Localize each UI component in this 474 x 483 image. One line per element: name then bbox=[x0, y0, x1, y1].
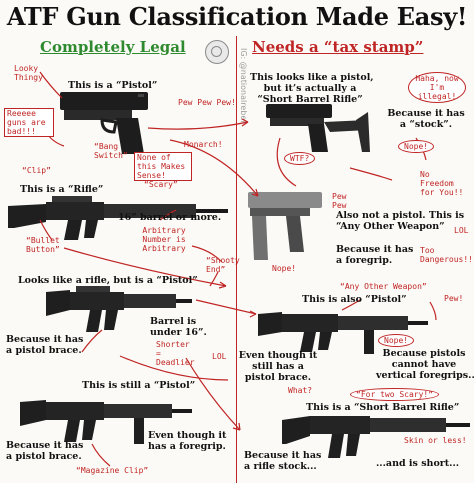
caption-even-brace: Even though it still has a pistol brace. bbox=[238, 350, 318, 383]
note-clip: “Clip” bbox=[22, 166, 51, 175]
note-arbitrary: Arbitrary Number is Arbitrary bbox=[142, 226, 186, 253]
center-divider bbox=[236, 36, 237, 483]
caption-foregrip: Because it has a foregrip. bbox=[336, 244, 414, 266]
note-pew-3: Pew! bbox=[444, 294, 464, 303]
ar-pistol-with-brace-icon bbox=[46, 286, 192, 332]
caption-sbr-2: This is a “Short Barrel Rifle” bbox=[306, 402, 460, 413]
note-wtf: WTF? bbox=[284, 152, 316, 165]
caption-pistol-brace: Because it has a pistol brace. bbox=[6, 334, 84, 356]
note-bang-switch: “Bang Switch” bbox=[94, 142, 128, 160]
caption-vertical-foregrips: Because pistols cannot have vertical for… bbox=[376, 348, 474, 381]
pistol-glock-icon bbox=[60, 92, 148, 154]
note-skin-or-less: Skin or less! bbox=[404, 436, 467, 445]
caption-pistol-brace-2: Because it has a pistol brace. bbox=[6, 440, 84, 462]
short-barrel-rifle-icon bbox=[282, 416, 470, 458]
note-pew-2: Pew Pew bbox=[332, 192, 347, 210]
note-nope-1: Nope! bbox=[398, 140, 435, 153]
caption-stock: Because it has a “stock”. bbox=[387, 108, 465, 130]
page-title: ATF Gun Classification Made Easy! bbox=[6, 2, 468, 31]
note-what: What? bbox=[288, 386, 313, 395]
note-nope-3: Nope! bbox=[378, 334, 415, 347]
note-any-other: “Any Other Weapon” bbox=[340, 282, 427, 291]
note-shooty-end: “Shooty End” bbox=[206, 256, 240, 274]
caption-pistol: This is a “Pistol” bbox=[68, 80, 158, 91]
note-too-dangerous: Too Dangerous!! bbox=[420, 246, 473, 264]
caption-rifle: This is a “Rifle” bbox=[20, 184, 104, 195]
caption-barrel-under-16: Barrel is under 16”. bbox=[150, 316, 207, 338]
pistol-with-foregrip-icon bbox=[248, 192, 322, 260]
seal-icon bbox=[205, 40, 229, 64]
note-no-freedom: No Freedom for You!! bbox=[420, 170, 464, 197]
header-completely-legal: Completely Legal bbox=[40, 38, 186, 56]
caption-still-pistol: This is still a “Pistol” bbox=[82, 380, 196, 391]
note-monarch: Monarch! bbox=[184, 140, 223, 149]
caption-sbr-pistol: This looks like a pistol, but it’s actua… bbox=[250, 72, 374, 105]
caption-even-foregrip: Even though it has a foregrip. bbox=[148, 430, 227, 452]
ar-pistol-vertical-foregrip-icon bbox=[258, 312, 428, 354]
note-haha-illegal: Haha, now I'm illegal! bbox=[408, 72, 466, 103]
note-reeeee: Reeeee guns are bad!!! bbox=[4, 108, 54, 137]
note-none-sense: None of this Makes Sense! bbox=[134, 152, 192, 181]
note-bullet-button: “Bullet Button” bbox=[26, 236, 60, 254]
note-for-two-scary: “For two Scary!” bbox=[350, 388, 440, 401]
note-pew: Pew Pew Pew! bbox=[178, 98, 236, 107]
note-lol-2: LOL bbox=[212, 352, 227, 361]
note-shorter-deadlier: Shorter = Deadlier bbox=[156, 340, 195, 367]
caption-rifle-stock: Because it has a rifle stock... bbox=[244, 450, 322, 472]
pistol-with-stock-icon bbox=[266, 104, 370, 152]
watermark: IG: @nationalrebel bbox=[239, 48, 248, 123]
ar-pistol-foregrip-brace-icon bbox=[20, 400, 192, 444]
caption-also-pistol: This is also “Pistol” bbox=[302, 294, 407, 305]
note-lol: LOL bbox=[454, 226, 469, 235]
note-scary: “Scary” bbox=[144, 180, 178, 189]
note-nope-2: Nope! bbox=[272, 264, 297, 273]
caption-looks-like-rifle: Looks like a rifle, but is a “Pistol” bbox=[18, 275, 198, 286]
header-needs-tax-stamp: Needs a “tax stamp” bbox=[252, 38, 424, 56]
rifle-ar15-icon bbox=[8, 196, 228, 240]
note-magazine-clip: “Magazine Clip” bbox=[76, 466, 149, 475]
note-looky: Looky Thingy bbox=[14, 64, 43, 82]
caption-16-barrel: 16” barrel or more. bbox=[118, 212, 222, 223]
caption-aow: Also not a pistol. This is “Any Other We… bbox=[336, 210, 465, 232]
caption-short: ...and is short... bbox=[376, 458, 460, 469]
